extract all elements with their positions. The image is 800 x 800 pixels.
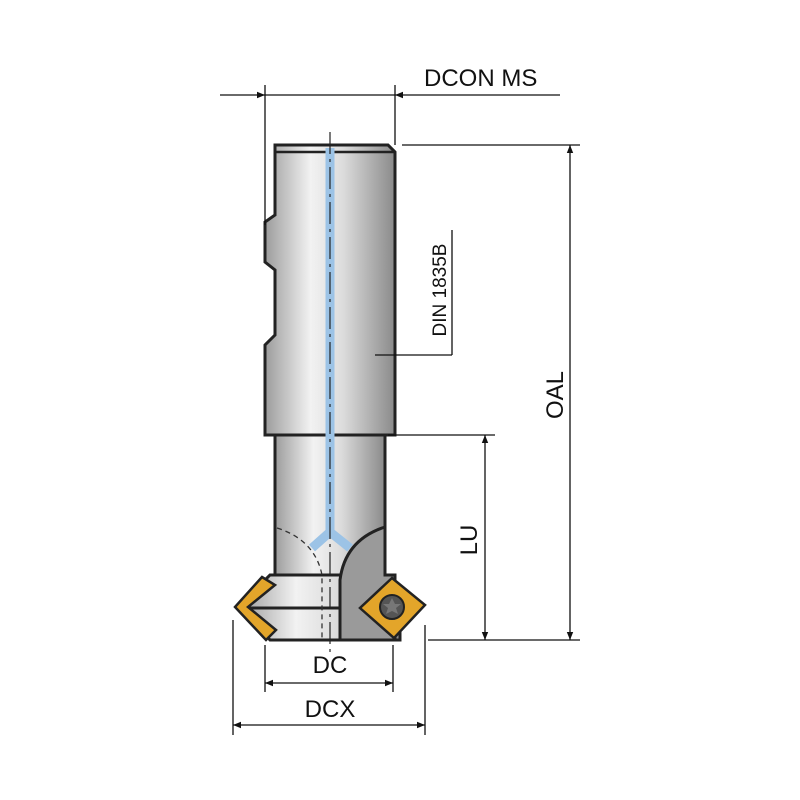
shank-standard-label: DIN 1835B: [430, 244, 451, 337]
dimension-lines: [220, 85, 580, 735]
dcon-label: DCON MS: [424, 65, 537, 92]
oal-label: OAL: [542, 371, 569, 419]
right-insert: [358, 576, 427, 640]
lu-label: LU: [456, 525, 483, 556]
left-insert: [233, 575, 278, 642]
hidden-line: [276, 527, 323, 640]
dc-label: DC: [313, 652, 348, 679]
dcx-label: DCX: [305, 696, 356, 723]
